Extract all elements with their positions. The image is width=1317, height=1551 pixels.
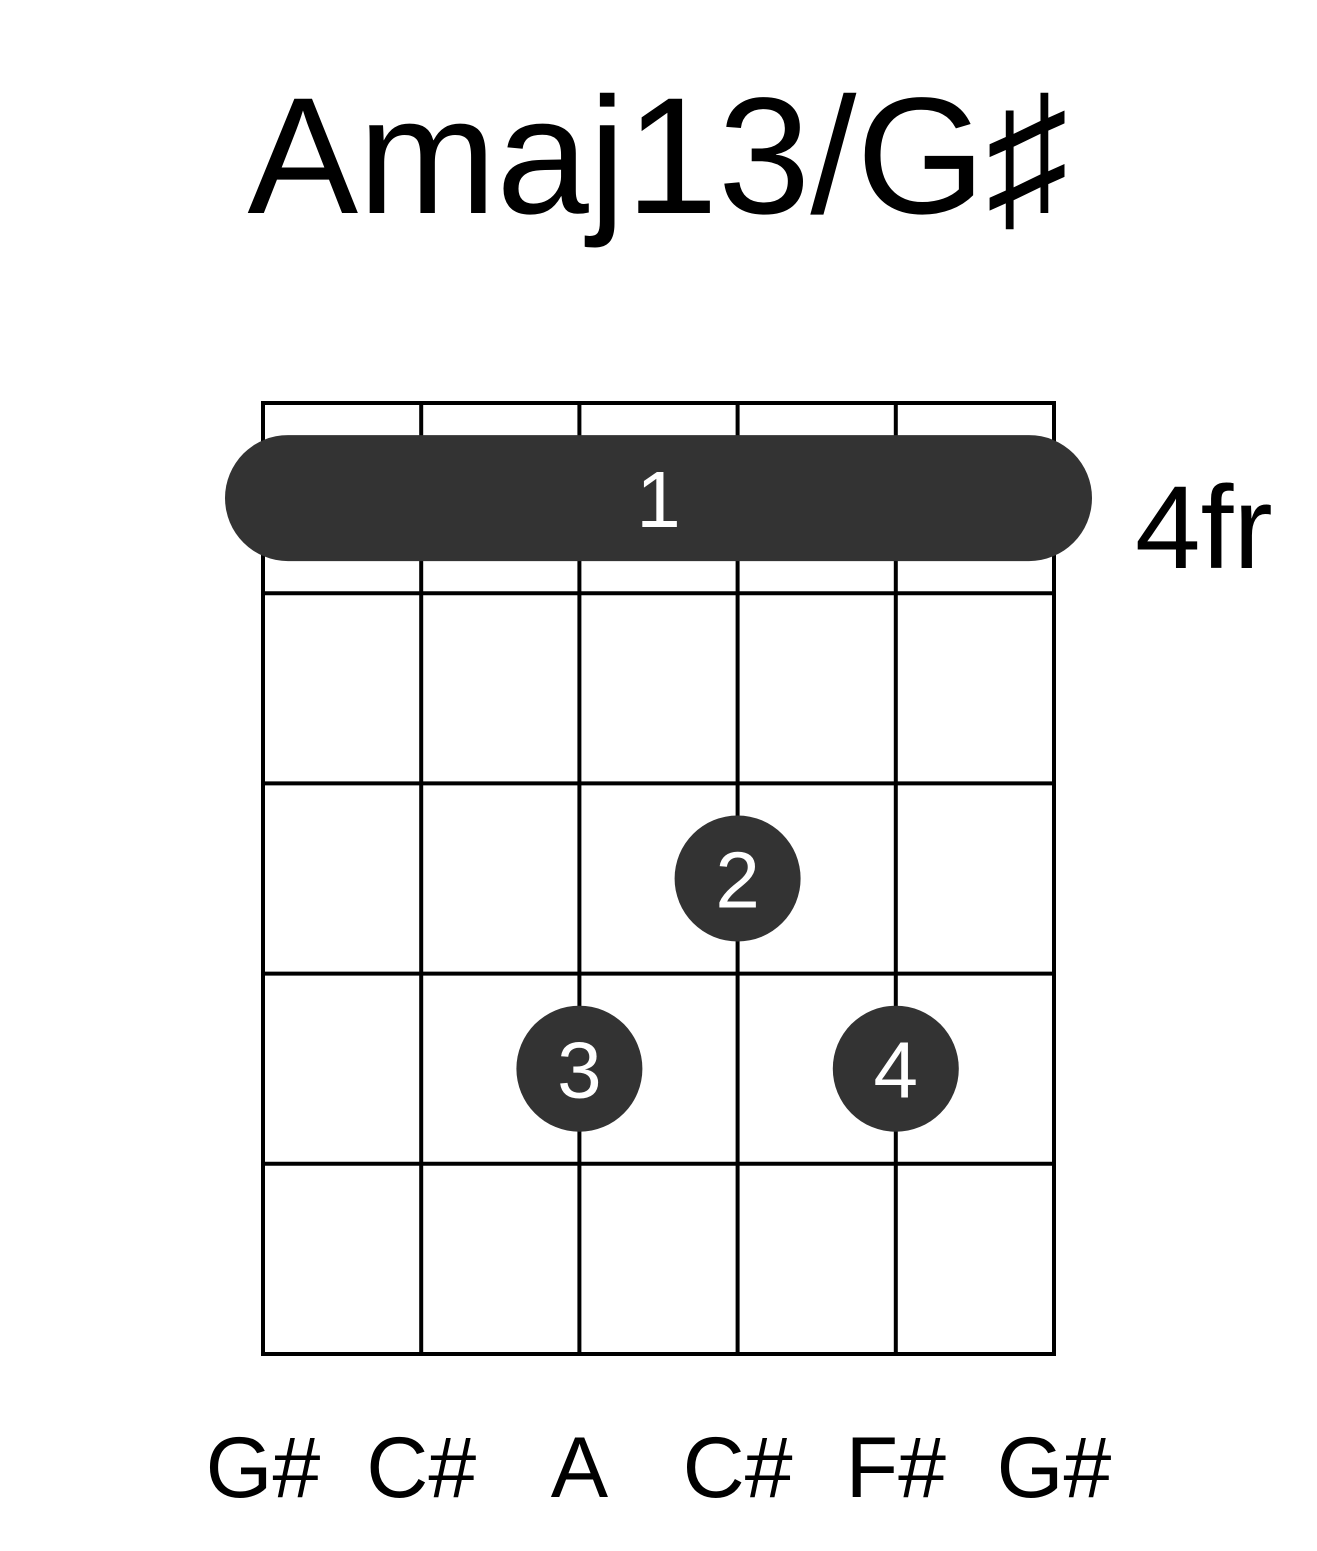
chord-title: Amaj13/G♯ xyxy=(247,64,1068,249)
finger-number: 3 xyxy=(557,1026,602,1115)
string-note-label: G# xyxy=(206,1420,321,1516)
string-notes: G# C# A C# F# G# xyxy=(206,1420,1112,1516)
string-note-label: A xyxy=(551,1420,609,1516)
finger-dot xyxy=(674,815,801,942)
finger-dot xyxy=(832,1005,959,1132)
string-note-label: C# xyxy=(366,1420,476,1516)
barre-finger-label: 1 xyxy=(636,455,681,544)
finger-number: 4 xyxy=(874,1026,919,1115)
start-fret-label: 4fr xyxy=(1135,462,1273,594)
finger-dot xyxy=(516,1005,643,1132)
string-note-label: C# xyxy=(683,1420,793,1516)
finger-number: 2 xyxy=(715,836,760,925)
fretboard-grid xyxy=(261,401,1056,1356)
barre-bar xyxy=(225,435,1092,562)
finger-markers: 2 3 4 xyxy=(516,815,959,1132)
string-note-label: F# xyxy=(846,1420,947,1516)
string-note-label: G# xyxy=(997,1420,1112,1516)
barre: 1 xyxy=(225,435,1092,562)
